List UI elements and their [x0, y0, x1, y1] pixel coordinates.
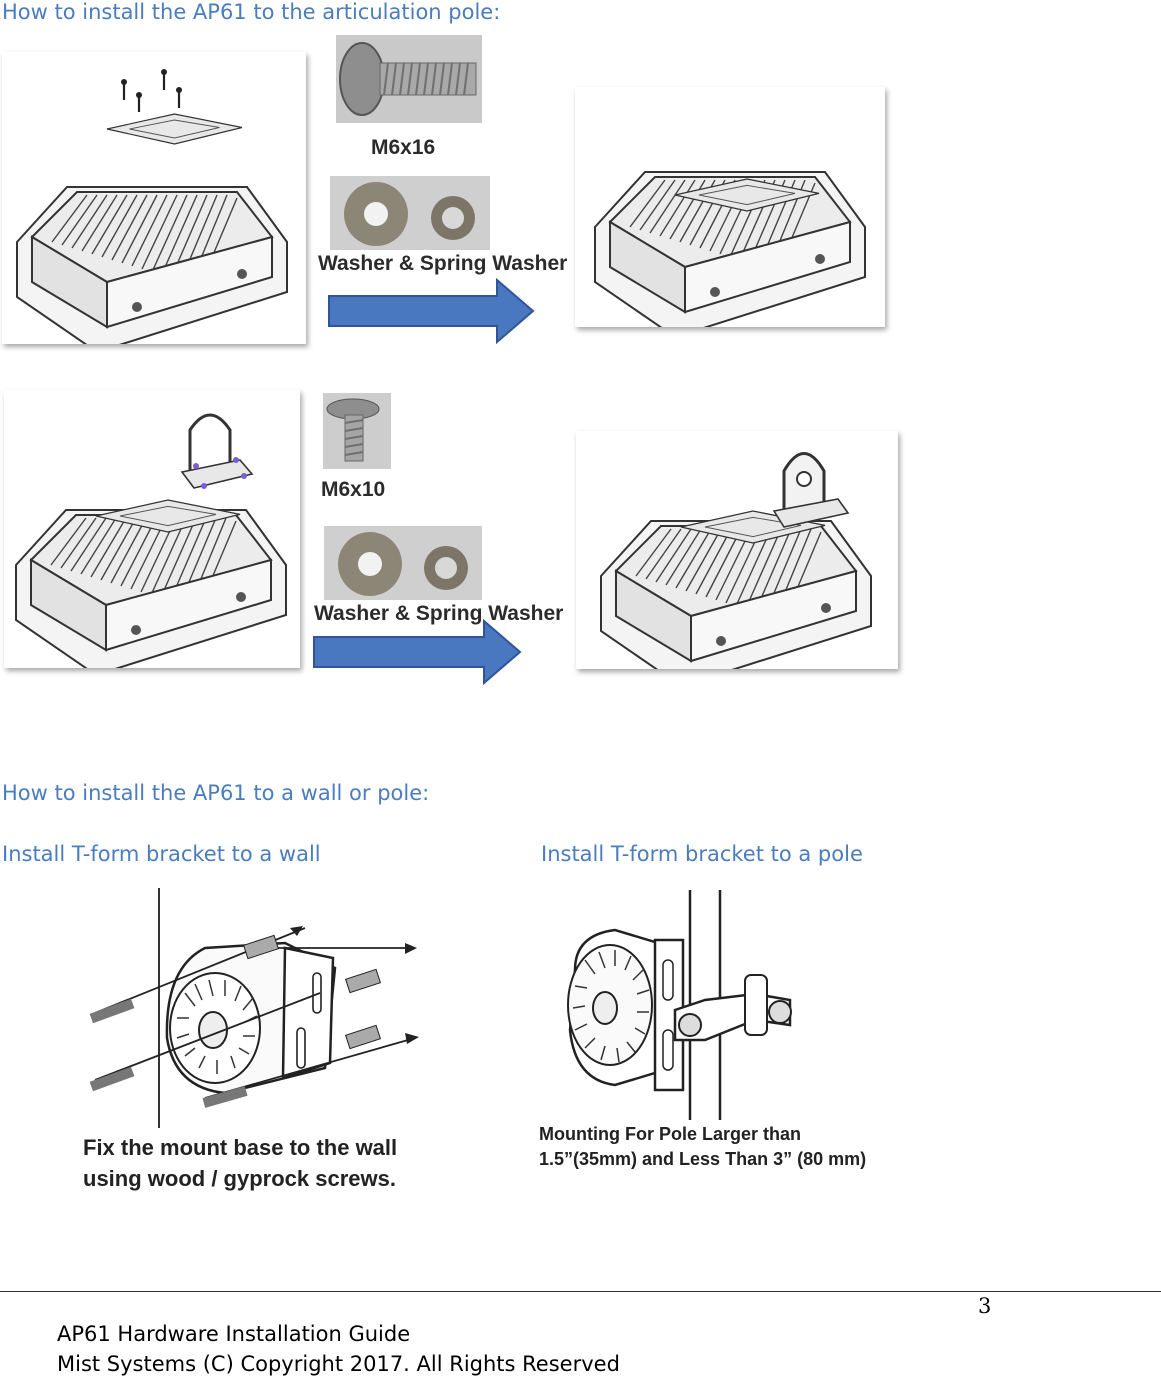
washer-label-1: Washer & Spring Washer [318, 252, 568, 275]
wall-caption-line1: Fix the mount base to the wall [83, 1135, 398, 1160]
wall-bracket-title: Install T-form bracket to a wall [2, 842, 321, 866]
ap-bracket-attached-image [576, 431, 898, 669]
ap-exploded-plate-image [2, 52, 306, 344]
m6x16-screw-image [336, 35, 482, 123]
arrow-right-icon-2 [312, 618, 524, 689]
pole-bracket-title: Install T-form bracket to a pole [541, 842, 863, 866]
arrow-right-icon [327, 277, 537, 348]
ap-plate-attached-image [575, 87, 885, 327]
section-heading-articulation: How to install the AP61 to the articulat… [2, 0, 501, 24]
washer-label-2: Washer & Spring Washer [314, 602, 564, 625]
pole-mount-diagram [555, 890, 815, 1120]
m6x10-screw-image [323, 393, 391, 469]
m6x16-label: M6x16 [371, 136, 436, 159]
wall-mount-diagram [85, 888, 445, 1133]
footer-copyright: Mist Systems (C) Copyright 2017. All Rig… [57, 1352, 620, 1376]
washer-image-2 [324, 526, 482, 600]
wall-caption-line2: using wood / gyprock screws. [83, 1166, 396, 1191]
washer-image [330, 176, 490, 250]
section-heading-wall-pole: How to install the AP61 to a wall or pol… [2, 781, 430, 805]
footer-divider [0, 1291, 1161, 1292]
pole-caption-line1: Mounting For Pole Larger than [539, 1124, 801, 1144]
page-number: 3 [978, 1294, 992, 1318]
ap-exploded-bracket-image [4, 390, 300, 668]
pole-caption-line2: 1.5”(35mm) and Less Than 3” (80 mm) [539, 1149, 867, 1169]
m6x10-label: M6x10 [321, 478, 386, 501]
footer-title: AP61 Hardware Installation Guide [57, 1322, 411, 1346]
